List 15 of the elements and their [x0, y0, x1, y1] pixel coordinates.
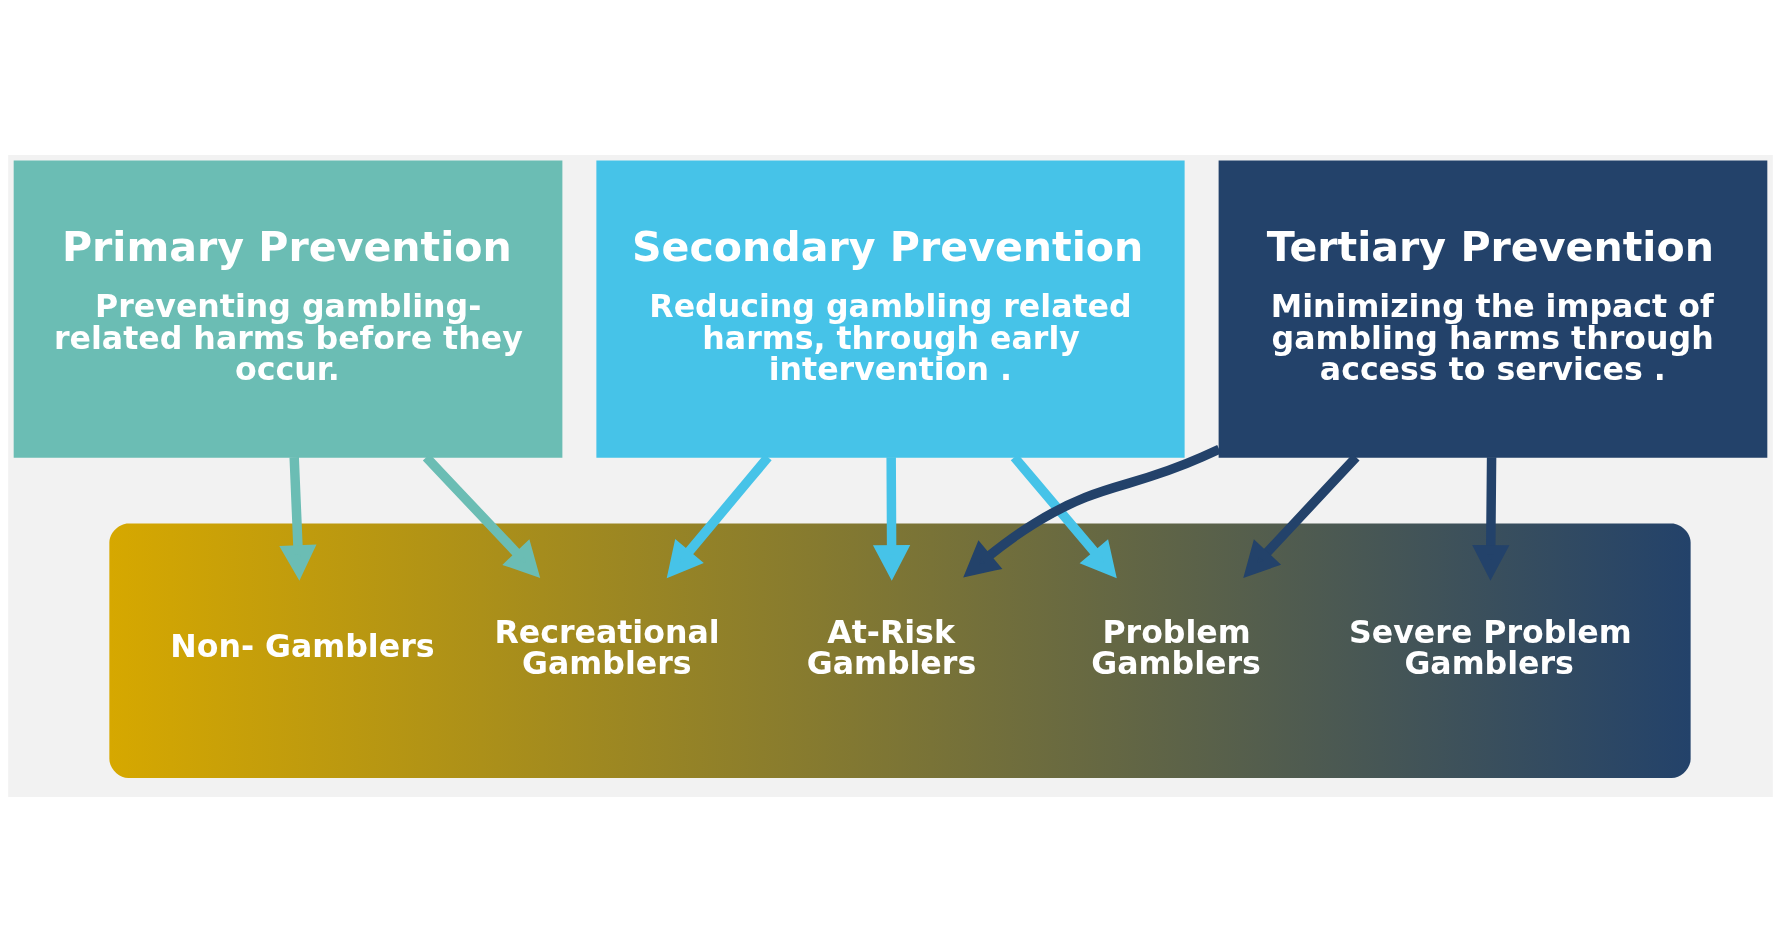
node-text: Problem Gamblers: [1091, 613, 1261, 682]
cluster: [109, 523, 1691, 778]
arrow: [1472, 457, 1510, 581]
node-box: Tertiary Prevention Minimizing the impact of gambling harms through access to services .: [1218, 160, 1768, 458]
node-box: Primary Prevention Preventing gambling- related harms before they occur.: [13, 160, 563, 458]
node-box: Secondary Prevention Reducing gambling related harms, through early intervention .: [596, 160, 1185, 458]
node-text: At-Risk Gamblers: [806, 613, 977, 682]
node-text: Recreational Gamblers: [494, 613, 720, 682]
node-text: Severe Problem Gamblers: [1349, 613, 1632, 682]
arrow: [1010, 454, 1117, 579]
node-text: Non- Gamblers: [170, 628, 435, 665]
arrow: [666, 454, 772, 579]
arrow: [872, 457, 911, 581]
arrow: [279, 457, 317, 581]
arrow: [963, 444, 1222, 578]
